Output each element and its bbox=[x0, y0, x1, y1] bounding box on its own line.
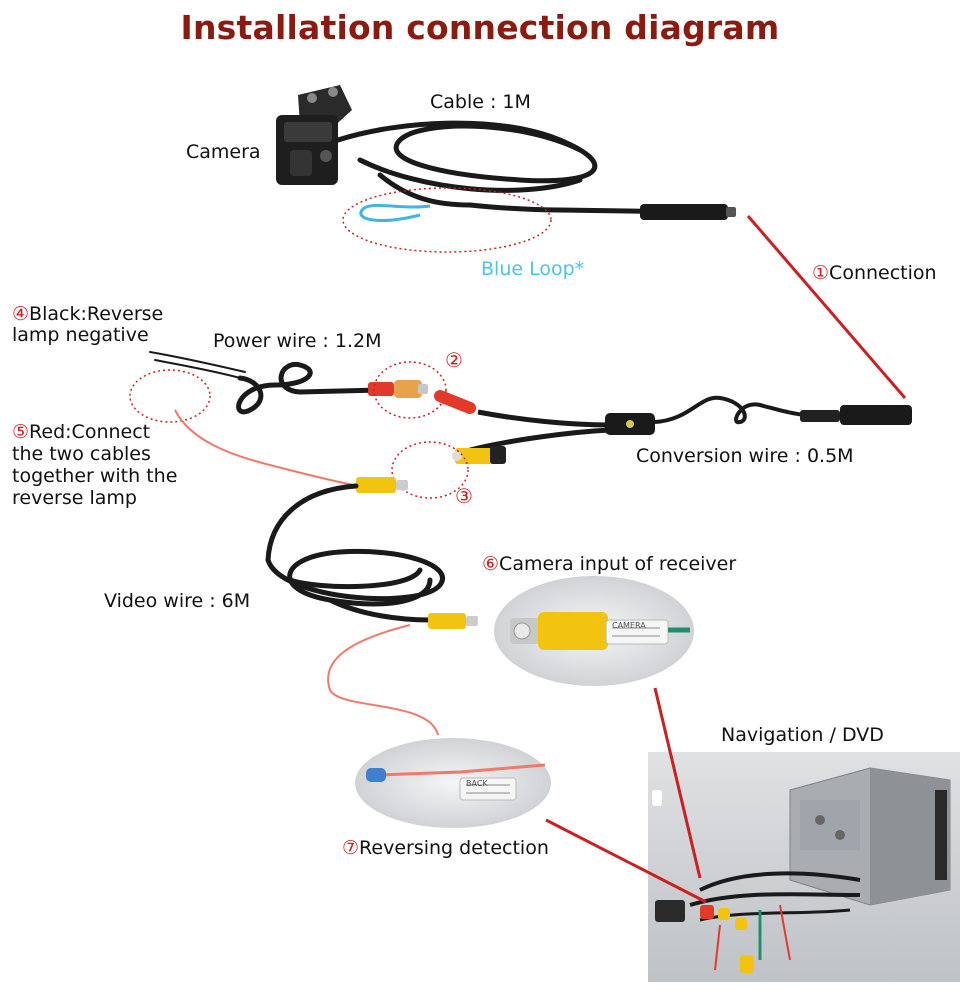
video-red-wire bbox=[327, 624, 439, 736]
reversing-label: ⑦Reversing detection bbox=[342, 837, 549, 859]
red-label-line1: ⑤Red:Connect bbox=[12, 421, 150, 443]
power-plug-male bbox=[368, 380, 428, 398]
marker5-highlight bbox=[129, 369, 211, 423]
camera-input-tag: CAMERA bbox=[612, 621, 646, 630]
black-text: Black:Reverse bbox=[29, 303, 164, 325]
red-reverse-wire bbox=[174, 409, 371, 489]
connection-text: Connection bbox=[829, 262, 937, 284]
black-number: ④ bbox=[12, 303, 30, 325]
camera-unit bbox=[276, 85, 352, 185]
marker-2: ② bbox=[445, 348, 463, 372]
blue-loop-label: Blue Loop* bbox=[481, 258, 585, 280]
reversing-tag: BACK bbox=[466, 779, 488, 788]
dvd-photo bbox=[648, 752, 960, 982]
video-rca-top bbox=[356, 477, 408, 493]
camera-input-photo bbox=[494, 576, 694, 686]
camera-input-text: Camera input of receiver bbox=[499, 553, 737, 575]
black-label-line1: ④Black:Reverse bbox=[12, 303, 163, 325]
conversion-rca-female bbox=[452, 446, 506, 464]
cable-label: Cable : 1M bbox=[430, 91, 531, 113]
marker2-highlight bbox=[373, 361, 447, 419]
conversion-wire bbox=[434, 390, 912, 453]
black-label-line2: lamp negative bbox=[12, 324, 149, 346]
marker3-highlight bbox=[391, 441, 469, 499]
camera-cable bbox=[335, 120, 693, 215]
camera-input-pointer bbox=[653, 687, 702, 879]
red-text: Red:Connect bbox=[29, 421, 151, 443]
reversing-detection-photo bbox=[355, 738, 551, 828]
power-wire-label: Power wire : 1.2M bbox=[213, 330, 382, 352]
red-number: ⑤ bbox=[12, 421, 30, 443]
camera-input-number: ⑥ bbox=[482, 553, 500, 575]
marker-3: ③ bbox=[455, 484, 473, 508]
reversing-number: ⑦ bbox=[342, 837, 360, 859]
camera-cable-connector bbox=[640, 204, 736, 220]
connection-line bbox=[746, 215, 907, 399]
camera-label: Camera bbox=[186, 141, 261, 163]
connection-label: ①Connection bbox=[812, 262, 937, 284]
video-wire bbox=[265, 483, 445, 623]
reversing-pointer bbox=[545, 818, 707, 904]
video-wire-label: Video wire : 6M bbox=[104, 590, 251, 612]
red-label-line4: reverse lamp bbox=[12, 487, 137, 509]
video-rca-bottom bbox=[428, 613, 478, 629]
page-title: Installation connection diagram bbox=[180, 8, 780, 47]
blue-loop-wire bbox=[359, 203, 431, 222]
red-label-line2: the two cables bbox=[12, 443, 151, 465]
connection-number: ① bbox=[812, 262, 830, 284]
power-wire bbox=[149, 351, 383, 415]
camera-input-label: ⑥Camera input of receiver bbox=[482, 553, 736, 575]
conversion-wire-label: Conversion wire : 0.5M bbox=[636, 445, 854, 467]
navigation-label: Navigation / DVD bbox=[721, 724, 884, 746]
red-label-line3: together with the bbox=[12, 465, 178, 487]
blue-loop-highlight bbox=[342, 187, 552, 253]
reversing-text: Reversing detection bbox=[359, 837, 549, 859]
